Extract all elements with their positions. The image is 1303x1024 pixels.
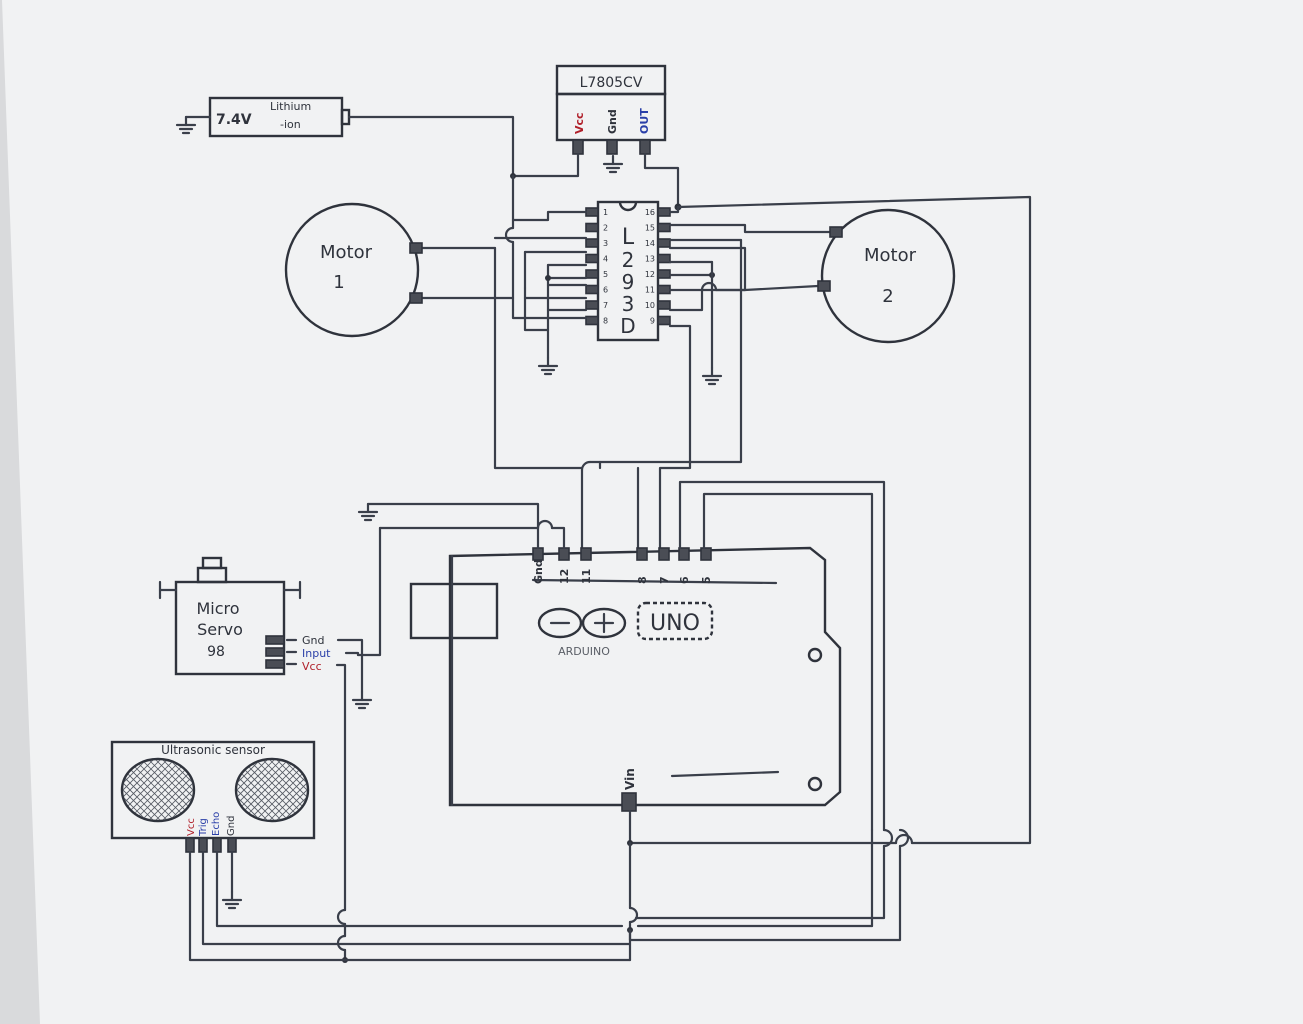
driver-pin-right <box>657 253 671 264</box>
battery-type-line2: -ion <box>280 118 301 131</box>
driver-pin-number-left: 6 <box>603 286 608 295</box>
arduino-brand: ARDUINO <box>558 645 610 658</box>
driver-pin-right <box>657 207 671 217</box>
arduino-header-pin <box>580 547 592 561</box>
driver-pin-number-left: 3 <box>603 239 608 248</box>
driver-pin-number-left: 5 <box>603 270 608 279</box>
driver-pin-left <box>585 284 599 295</box>
driver-pin-number-left: 4 <box>603 255 608 264</box>
arduino-pin-label: 8 <box>636 576 649 584</box>
driver-pin-number-left: 2 <box>603 224 608 233</box>
arduino-pin-label: Gnd <box>532 559 545 584</box>
battery: 7.4V Lithium -ion <box>184 96 351 138</box>
voltage-regulator: L7805CV Vcc Gnd OUT <box>555 64 667 155</box>
arduino-logo-icon <box>537 607 627 639</box>
motor-2: Motor 2 <box>817 208 956 344</box>
servo-pin-input: Input <box>302 647 331 660</box>
driver-pin-number-left: 8 <box>603 317 608 326</box>
arduino-header-pin <box>636 547 648 561</box>
driver-letter-3: 9 <box>622 270 635 294</box>
driver-pin-number-right: 11 <box>645 286 655 295</box>
driver-pin-number-left: 1 <box>603 208 608 217</box>
battery-voltage: 7.4V <box>216 112 252 128</box>
regulator-pin-vcc: Vcc <box>573 112 586 134</box>
driver-pin-left <box>585 222 599 233</box>
micro-servo: Micro Servo 98 Gnd Input Vcc <box>158 556 331 676</box>
driver-pin-right <box>657 222 671 233</box>
regulator-pin-out: OUT <box>638 108 651 134</box>
arduino-pin-label: 6 <box>678 576 691 584</box>
driver-letter-1: L <box>622 225 635 250</box>
driver-pin-number-right: 15 <box>645 224 655 233</box>
driver-pin-number-right: 12 <box>645 270 655 279</box>
servo-pin-vcc: Vcc <box>302 660 322 673</box>
servo-label-line1: Micro <box>196 599 239 618</box>
ultrasonic-pin-vcc: Vcc <box>186 818 197 836</box>
driver-pin-right <box>657 284 671 295</box>
regulator-pin-gnd: Gnd <box>606 109 619 134</box>
ultrasonic-title: Ultrasonic sensor <box>161 743 265 757</box>
driver-pin-right <box>657 300 671 310</box>
ultrasonic-pin-gnd: Gnd <box>226 816 237 836</box>
driver-letter-5: D <box>620 314 635 338</box>
arduino-pin-label: 11 <box>580 569 593 584</box>
battery-type-line1: Lithium <box>270 100 311 113</box>
ultrasonic-pin-echo: Echo <box>211 812 222 836</box>
arduino-header-pin <box>678 547 690 561</box>
arduino-pin-label: 12 <box>558 569 571 584</box>
driver-pin-left <box>585 238 599 248</box>
arduino-header-pin <box>532 547 544 561</box>
driver-pin-right <box>657 269 671 279</box>
motor-2-number: 2 <box>882 286 893 307</box>
driver-pin-number-right: 16 <box>645 208 655 217</box>
driver-pin-right <box>657 238 671 248</box>
arduino-model: UNO <box>650 611 700 636</box>
driver-pin-left <box>585 300 599 310</box>
driver-pin-number-right: 10 <box>645 301 655 310</box>
arduino-header-pin <box>558 547 570 561</box>
driver-pin-left <box>585 253 599 264</box>
driver-pin-left <box>585 207 599 217</box>
regulator-label: L7805CV <box>580 75 643 91</box>
arduino-header-pin <box>700 547 712 561</box>
servo-label-line2: Servo <box>197 620 243 639</box>
servo-pin-gnd: Gnd <box>302 634 324 647</box>
ultrasonic-pin-trig: Trig <box>198 818 209 837</box>
driver-pin-left <box>585 269 599 279</box>
servo-label-line3: 98 <box>207 644 225 660</box>
arduino-header-pin <box>658 547 670 561</box>
driver-pin-number-right: 13 <box>645 255 655 264</box>
driver-letter-4: 3 <box>622 292 635 316</box>
arduino-pin-label: 7 <box>658 576 671 584</box>
driver-pin-right <box>657 315 671 326</box>
driver-pin-number-right: 9 <box>650 317 655 326</box>
motor-1-number: 1 <box>333 272 344 293</box>
driver-pin-left <box>585 315 599 326</box>
driver-letter-2: 2 <box>622 248 635 272</box>
motor-1: Motor 1 <box>284 202 423 338</box>
driver-pin-number-left: 7 <box>603 301 608 310</box>
arduino-pin-label: 5 <box>700 576 713 584</box>
motor-2-label: Motor <box>864 245 917 266</box>
arduino-vin-label: Vin <box>623 768 637 790</box>
driver-pin-number-right: 14 <box>645 239 655 248</box>
motor-1-label: Motor <box>320 242 373 263</box>
